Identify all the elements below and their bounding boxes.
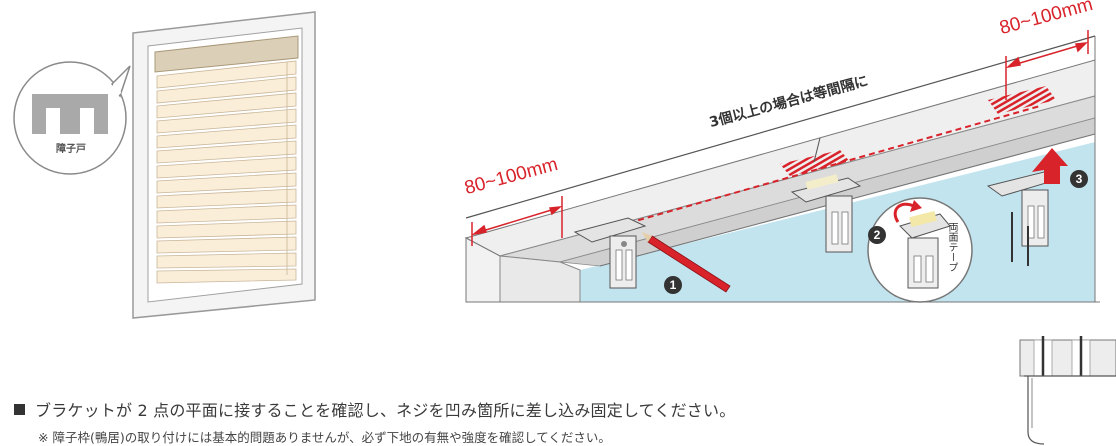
marking-zone-right [988, 86, 1056, 114]
instruction-main-text: ブラケットが 2 点の平面に接することを確認し、ネジを凹み箇所に差し込み固定して… [35, 401, 736, 420]
double-tape-label: 両面テープ [946, 222, 957, 272]
bracket-installation-diagram [464, 30, 1100, 303]
blind-slats [156, 60, 297, 284]
pencil-icon [642, 232, 731, 293]
bullet-square-icon [14, 404, 25, 415]
up-arrow-icon [1032, 148, 1068, 184]
bracket-middle [790, 174, 862, 253]
callout-label: 障子戸 [56, 144, 86, 155]
screw-detail-illustration [1019, 336, 1116, 445]
window-blind-illustration [13, 11, 316, 319]
screw-icon [1041, 336, 1083, 376]
bracket-right [986, 171, 1058, 247]
screw-icon [1011, 212, 1029, 266]
left-dimension-line [471, 196, 563, 246]
step-3-badge: 3 [1070, 170, 1088, 188]
instruction-sub: ※ 障子枠(鴨居)の取り付けには基本的問題ありませんが、必ず下地の有無や強度を確… [38, 430, 611, 445]
peel-arrow-icon [893, 202, 915, 223]
step-1-badge: 1 [664, 276, 682, 294]
tape-detail-circle [867, 197, 973, 303]
shoji-callout [13, 61, 131, 175]
right-dimension-line [1005, 30, 1089, 100]
instruction-main: ブラケットが 2 点の平面に接することを確認し、ネジを凹み箇所に差し込み固定して… [14, 397, 735, 421]
marking-zone-middle [780, 150, 850, 176]
step-2-badge: 2 [868, 226, 886, 244]
blind-headrail [154, 35, 299, 73]
shoji-frame-icon [32, 94, 108, 134]
bracket-left [573, 217, 647, 289]
